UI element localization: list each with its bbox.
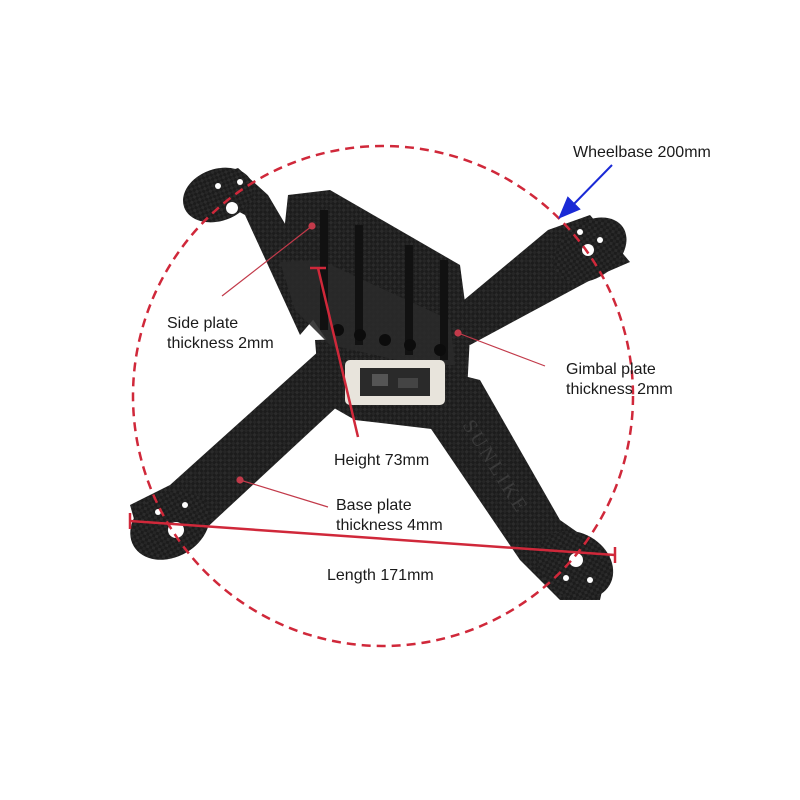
standoff xyxy=(405,245,413,355)
gimbal-plate-label: Gimbal plate thickness 2mm xyxy=(566,361,673,398)
standoff xyxy=(355,225,363,345)
length-dimension xyxy=(128,513,617,563)
standoff xyxy=(320,210,328,330)
base-plate-label: Base plate thickness 4mm xyxy=(336,497,443,534)
wheelbase-arrow xyxy=(558,164,613,219)
gimbal-plate-leader xyxy=(457,332,546,367)
height-label: Height 73mm xyxy=(334,452,430,469)
top-stack xyxy=(280,190,470,405)
length-label: Length 171mm xyxy=(327,567,434,584)
wheelbase-circle xyxy=(131,144,635,648)
side-plate-leader xyxy=(221,225,313,297)
wheelbase-label: Wheelbase 200mm xyxy=(573,144,711,161)
side-plate-label: Side plate thickness 2mm xyxy=(167,315,274,352)
height-dimension xyxy=(310,266,360,438)
motor-holes xyxy=(155,179,603,583)
standoff xyxy=(440,260,448,360)
base-plate-leader xyxy=(239,479,329,508)
